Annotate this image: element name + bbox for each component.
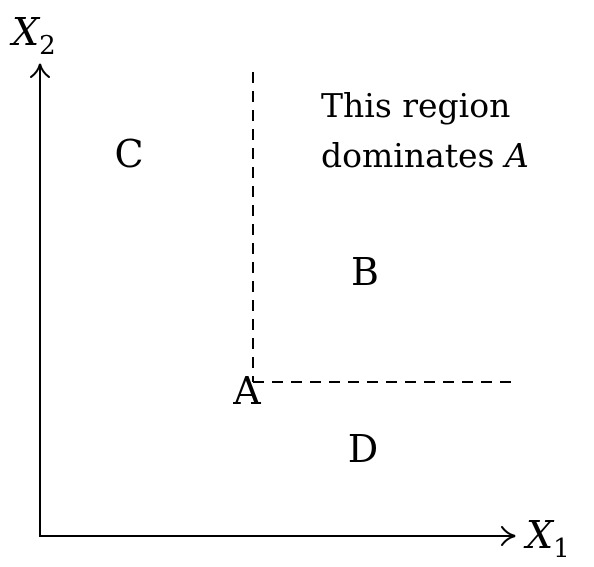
x-axis-arrowhead [501, 526, 516, 546]
x-axis-label: X1 [523, 513, 570, 564]
annotation-line-1: This region [321, 86, 510, 125]
region-label-d: D [348, 427, 378, 471]
region-label-a: A [232, 369, 261, 413]
region-label-c: C [114, 132, 143, 176]
y-axis-arrowhead [30, 63, 50, 78]
y-axis-label: X2 [9, 10, 56, 61]
region-label-b: B [351, 250, 379, 294]
annotation-line-2: dominates A [321, 136, 529, 175]
